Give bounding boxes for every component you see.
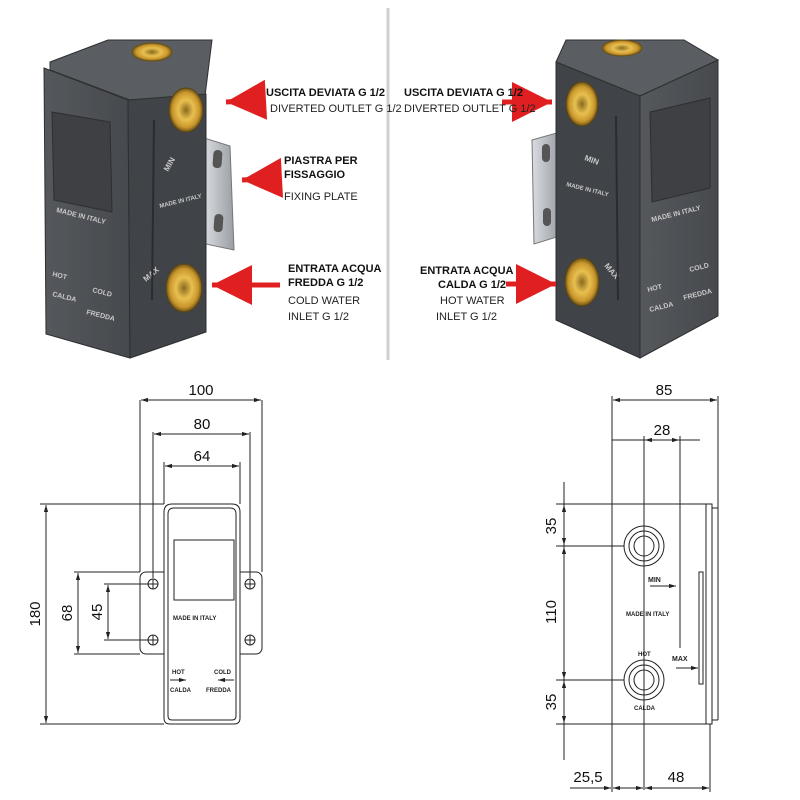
fixing-plate — [203, 137, 235, 251]
right-callouts: USCITA DEVIATA G 1/2 DIVERTED OUTLET G 1… — [404, 82, 556, 323]
dim-35-top: 35 — [543, 518, 560, 535]
inlet-label-it-1: ENTRATA ACQUA — [288, 263, 382, 275]
plate-label-it-2: FISSAGGIO — [284, 169, 346, 181]
dim-80: 80 — [194, 416, 211, 433]
dim-64: 64 — [194, 448, 211, 465]
diverted-outlet-port — [168, 87, 204, 133]
right-3d-view: MADE IN ITALY MADE IN ITALY MIN MAX HOT … — [531, 39, 720, 359]
inlet-label-it-2: FREDDA G 1/2 — [288, 277, 363, 289]
dim-25-5: 25,5 — [573, 769, 602, 786]
hot-emboss-right: HOT — [647, 283, 664, 294]
plate-arrow — [241, 157, 283, 198]
inlet-label-en-2: INLET G 1/2 — [288, 311, 349, 323]
dim-48: 48 — [668, 769, 685, 786]
made-in-italy-text: MADE IN ITALY — [173, 616, 216, 622]
front-drawing: MADE IN ITALY HOT CALDA COLD FREDDA 100 … — [27, 382, 263, 725]
cold-text: COLD — [214, 670, 232, 676]
side-drawing: MADE IN ITALY MIN MAX HOT CALDA 85 28 25… — [543, 382, 719, 792]
plate-label-en: FIXING PLATE — [284, 191, 358, 203]
inlet-label-en-2-right: INLET G 1/2 — [436, 311, 497, 323]
outlet-arrow-left — [225, 79, 268, 120]
plate-label-it-1: PIASTRA PER — [284, 155, 358, 167]
outlet-label-it: USCITA DEVIATA G 1/2 — [266, 87, 385, 99]
left-callouts: USCITA DEVIATA G 1/2 DIVERTED OUTLET G 1… — [212, 79, 402, 323]
calda-text: CALDA — [170, 688, 192, 694]
outlet-label-en: DIVERTED OUTLET G 1/2 — [270, 103, 402, 115]
diverted-outlet-port-right — [565, 81, 599, 127]
dim-180: 180 — [27, 601, 44, 626]
calda-text-side: CALDA — [634, 706, 656, 712]
inlet-label-it-1-right: ENTRATA ACQUA — [420, 265, 514, 277]
inlet-label-it-2-right: CALDA G 1/2 — [438, 279, 506, 291]
dim-100: 100 — [188, 382, 213, 399]
display-window — [173, 539, 235, 601]
fixing-plate-right — [531, 131, 561, 245]
hot-inlet-port — [564, 257, 600, 307]
fredda-text: FREDDA — [206, 688, 232, 694]
left-3d-view: MADE IN ITALY HOT CALDA COLD FREDDA MADE… — [43, 39, 235, 359]
hot-emboss: HOT — [52, 271, 69, 282]
outlet-label-en-right: DIVERTED OUTLET G 1/2 — [404, 103, 536, 115]
dim-85: 85 — [656, 382, 673, 399]
hot-text: HOT — [172, 670, 185, 676]
dim-35-bottom: 35 — [543, 694, 560, 711]
outlet-label-it-right: USCITA DEVIATA G 1/2 — [404, 87, 523, 99]
cold-inlet-port — [165, 263, 203, 313]
cold-emboss-right: COLD — [689, 262, 710, 274]
inlet-label-en-1: COLD WATER — [288, 295, 360, 307]
plate-holes — [147, 578, 256, 646]
cold-emboss: COLD — [92, 287, 113, 299]
dim-110: 110 — [543, 600, 560, 624]
max-text-side: MAX — [672, 656, 688, 663]
min-text-side: MIN — [648, 577, 661, 584]
dim-45: 45 — [89, 604, 106, 621]
dim-28: 28 — [654, 422, 671, 439]
inlet-label-en-1-right: HOT WATER — [440, 295, 505, 307]
made-in-italy-text-side: MADE IN ITALY — [626, 612, 669, 618]
dim-68: 68 — [59, 605, 76, 622]
